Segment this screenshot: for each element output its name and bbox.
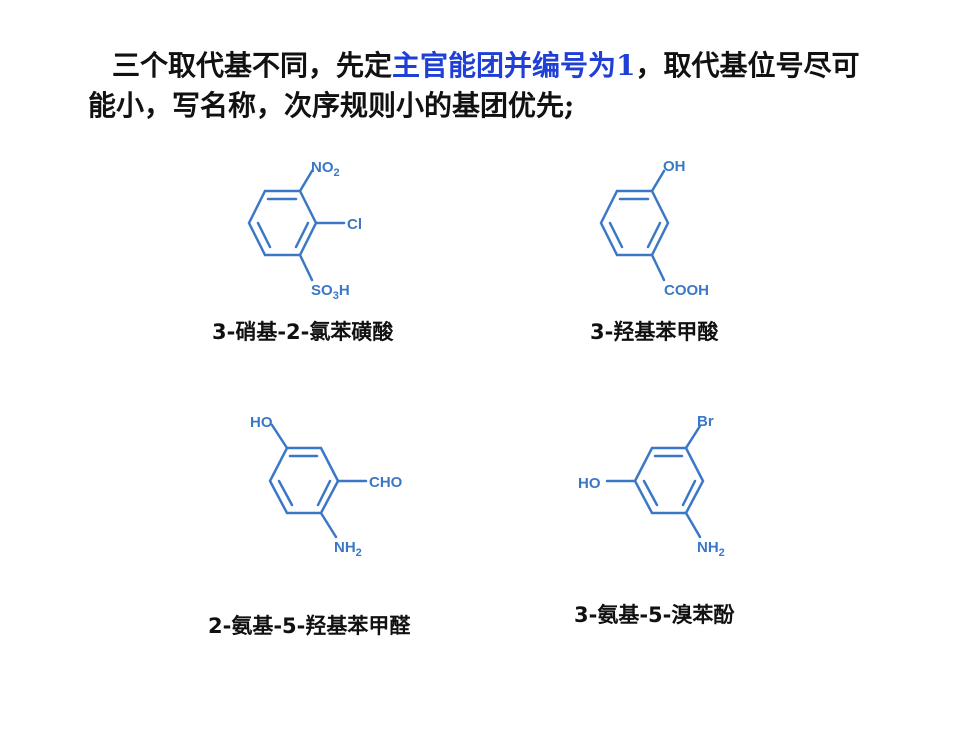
intro-text-part1: 三个取代基不同，先定 bbox=[112, 49, 393, 82]
compound-name-4: 3-氨基-5-溴苯酚 bbox=[574, 603, 735, 627]
hydroxy-group-label: HO bbox=[250, 414, 273, 431]
benzene-ring-4 bbox=[605, 424, 705, 539]
intro-line-2: 能小，写名称，次序规则小的基团优先; bbox=[88, 89, 575, 122]
sulfo-group-label: SO3H bbox=[311, 282, 350, 302]
intro-paragraph: 三个取代基不同，先定主官能团并编号为1，取代基位号尽可 能小，写名称，次序规则小… bbox=[88, 46, 968, 126]
intro-text-part2: ，取代基位号尽可 bbox=[635, 49, 860, 82]
benzene-ring-3 bbox=[268, 423, 368, 539]
chloro-group-label: Cl bbox=[347, 216, 362, 233]
hydroxy-group-label: HO bbox=[578, 475, 601, 492]
compound-name-2: 3-羟基苯甲酸 bbox=[590, 320, 719, 344]
intro-line-1: 三个取代基不同，先定主官能团并编号为1，取代基位号尽可 bbox=[88, 46, 968, 86]
compound-name-3: 2-氨基-5-羟基苯甲醛 bbox=[208, 614, 411, 638]
benzene-ring-1 bbox=[247, 169, 346, 282]
hydroxy-group-label: OH bbox=[663, 158, 686, 175]
amino-group-label: NH2 bbox=[697, 539, 725, 559]
nitro-group-label: NO2 bbox=[311, 159, 340, 179]
carboxyl-group-label: COOH bbox=[664, 282, 709, 299]
bromo-group-label: Br bbox=[697, 413, 714, 430]
amino-group-label: NH2 bbox=[334, 539, 362, 559]
intro-highlight: 主官能团并编号为1 bbox=[392, 49, 636, 82]
aldehyde-group-label: CHO bbox=[369, 474, 403, 491]
benzene-ring-2 bbox=[599, 169, 670, 282]
compound-name-1: 3-硝基-2-氯苯磺酸 bbox=[212, 320, 394, 344]
